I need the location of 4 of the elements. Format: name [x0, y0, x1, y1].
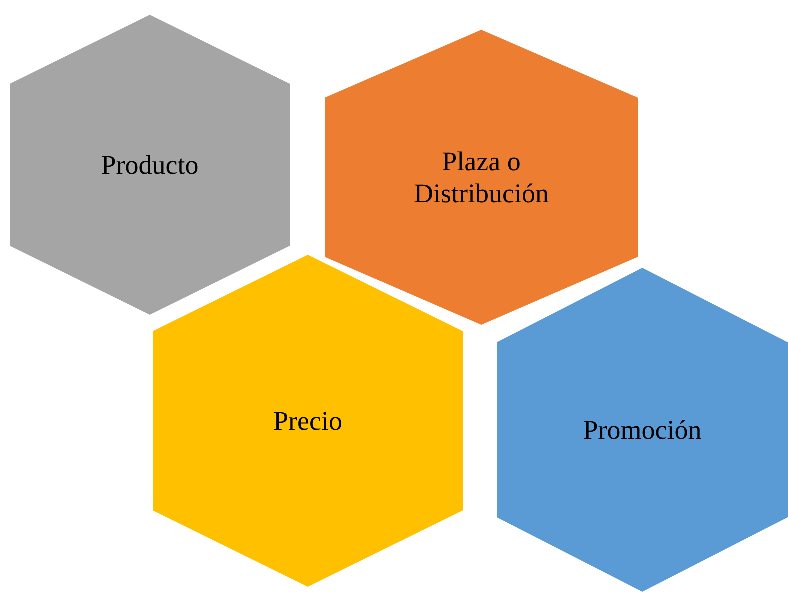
hexagon-label: Producto	[101, 148, 199, 182]
hexagon-label: Promoción	[583, 414, 702, 446]
hexagon-label: Plaza o Distribución	[413, 145, 550, 210]
hexagon-label: Precio	[274, 404, 342, 438]
